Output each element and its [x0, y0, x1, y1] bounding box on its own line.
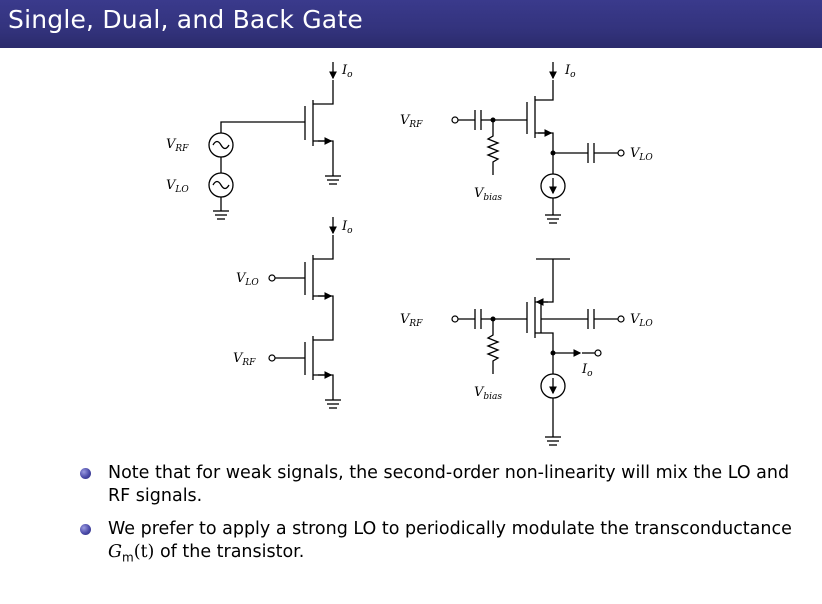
vlo-label: VLO	[630, 312, 653, 329]
vrf-label: VRF	[233, 351, 256, 368]
bullet-text: We prefer to apply a strong LO to period…	[108, 519, 792, 565]
circuit-diagrams: Io VRF VLO Io VRF	[166, 62, 653, 446]
source-injection-circuit: Io VRF Vbias VLO	[400, 62, 653, 224]
vrf-label: VRF	[400, 113, 423, 130]
bullet-icon	[80, 524, 91, 535]
bullet-item: Note that for weak signals, the second-o…	[78, 462, 798, 508]
bullet-list: Note that for weak signals, the second-o…	[78, 462, 798, 580]
vlo-label: VLO	[630, 146, 653, 163]
ground-icon	[325, 399, 341, 409]
dual-gate-circuit: Io VLO VRF	[233, 217, 353, 409]
ground-icon	[545, 214, 561, 224]
vlo-label: VLO	[166, 178, 189, 195]
io-label: Io	[564, 63, 576, 80]
title-bar: Single, Dual, and Back Gate	[0, 0, 822, 48]
vbias-label: Vbias	[474, 186, 502, 203]
back-gate-circuit: VRF Vbias VLO Io	[400, 258, 653, 446]
ground-icon	[545, 436, 561, 446]
io-label: Io	[581, 362, 593, 379]
bullet-item: We prefer to apply a strong LO to period…	[78, 518, 798, 570]
vbias-label: Vbias	[474, 385, 502, 402]
bullet-text: Note that for weak signals, the second-o…	[108, 463, 790, 506]
vlo-label: VLO	[236, 271, 259, 288]
single-gate-circuit: Io VRF VLO	[166, 62, 353, 220]
slide-title: Single, Dual, and Back Gate	[8, 5, 363, 34]
ground-icon	[325, 175, 341, 185]
bullet-icon	[80, 468, 91, 479]
vrf-label: VRF	[166, 137, 189, 154]
io-label: Io	[341, 63, 353, 80]
io-label: Io	[341, 219, 353, 236]
ground-icon	[213, 210, 229, 220]
vrf-label: VRF	[400, 312, 423, 329]
